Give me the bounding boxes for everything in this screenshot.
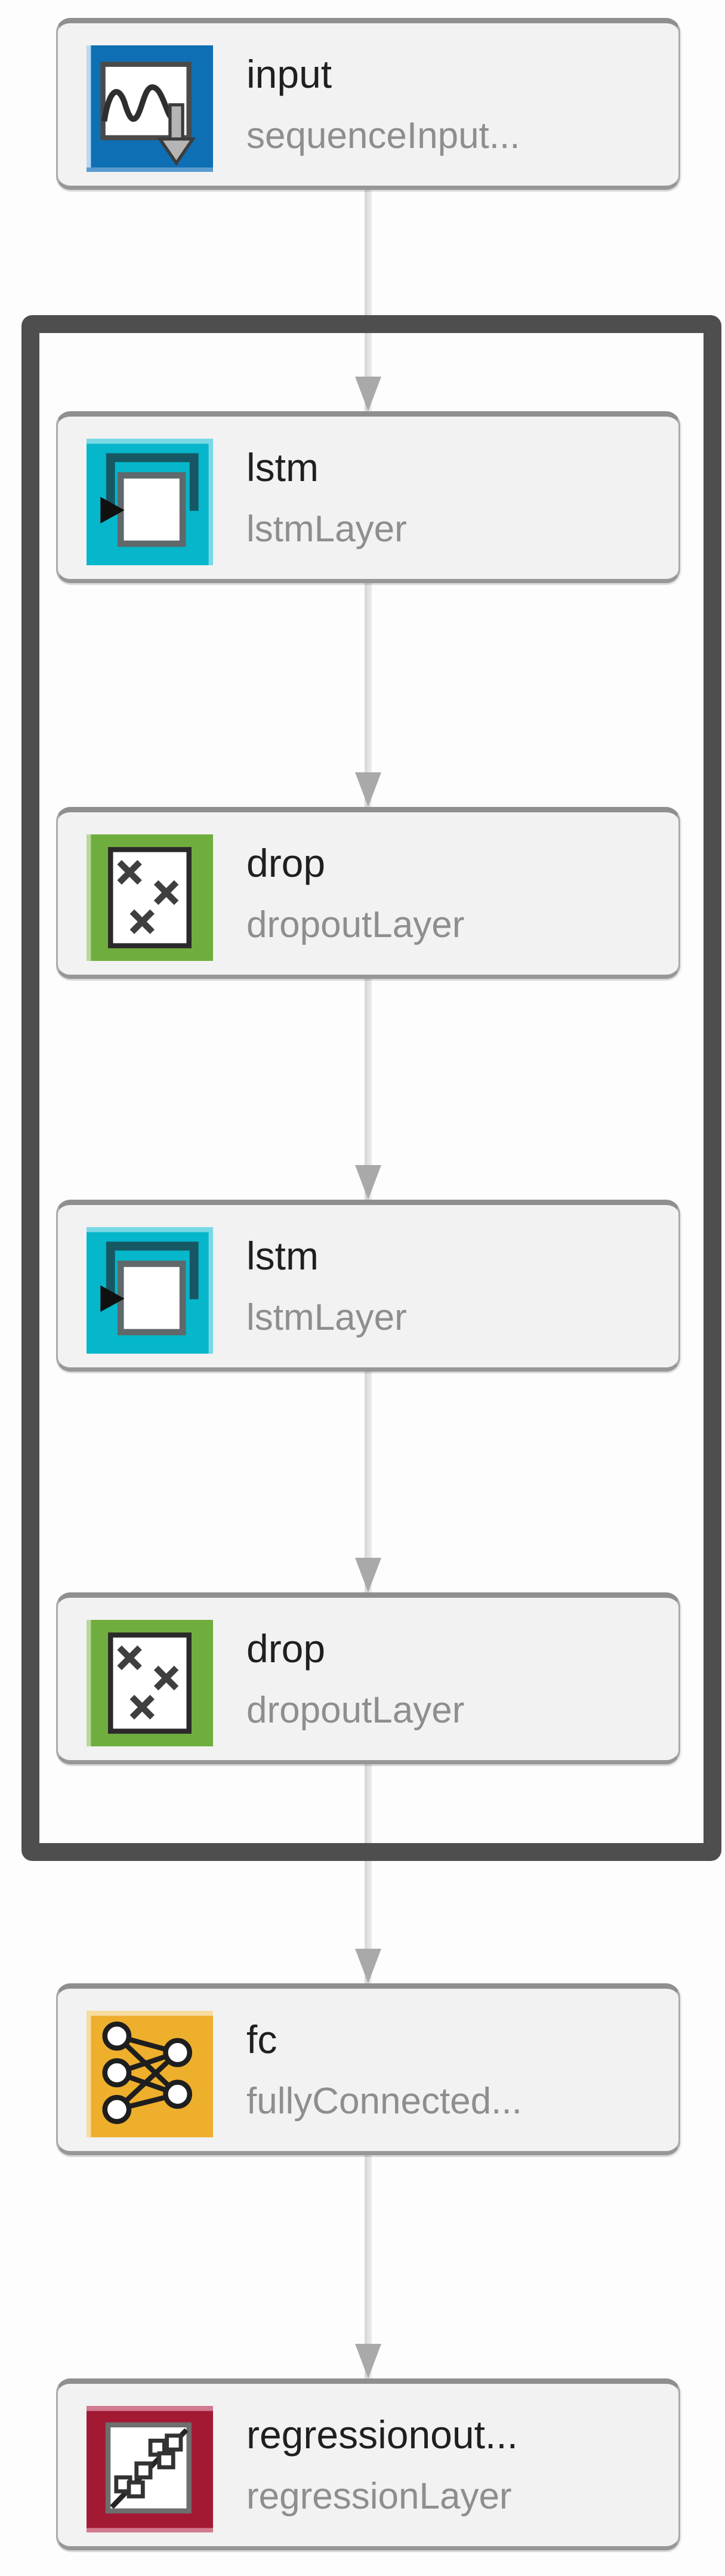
connection-arrowhead [355, 1165, 381, 1200]
layer-block-regressionoutput[interactable]: regressionout... regressionLayer [56, 2378, 680, 2550]
connection-arrowhead [355, 1558, 381, 1592]
layer-block-drop-2[interactable]: drop dropoutLayer [56, 1592, 680, 1764]
fully-connected-icon [87, 2011, 213, 2137]
lstm-icon [87, 1227, 213, 1354]
layer-group-outline[interactable] [21, 315, 721, 1861]
layer-name: drop [246, 1626, 326, 1671]
layer-name: input [246, 52, 332, 96]
connection-line[interactable] [365, 1764, 372, 1983]
connection-arrowhead [355, 772, 381, 807]
layer-type: dropoutLayer [246, 904, 465, 945]
dropout-icon [87, 834, 213, 961]
connection-line[interactable] [365, 979, 372, 1200]
connection-line[interactable] [365, 583, 372, 807]
layer-type: fullyConnected... [246, 2081, 522, 2122]
dropout-icon [87, 1620, 213, 1746]
layer-name: drop [246, 841, 326, 885]
layer-type: lstmLayer [246, 509, 407, 550]
connection-arrowhead [355, 2344, 381, 2378]
connection-line[interactable] [365, 1372, 372, 1592]
connection-arrowhead [355, 1949, 381, 1983]
connection-arrowhead [355, 377, 381, 411]
connection-line[interactable] [365, 190, 372, 411]
layer-name: lstm [246, 1234, 319, 1278]
layer-type: dropoutLayer [246, 1690, 465, 1731]
layer-name: regressionout... [246, 2412, 518, 2457]
layer-type: regressionLayer [246, 2476, 512, 2517]
connection-line[interactable] [365, 2155, 372, 2378]
layer-type: lstmLayer [246, 1297, 407, 1338]
sequence-input-icon [87, 45, 213, 172]
layer-type: sequenceInput... [246, 115, 520, 156]
layer-block-lstm-2[interactable]: lstm lstmLayer [56, 1200, 680, 1372]
layer-block-drop-1[interactable]: drop dropoutLayer [56, 807, 680, 979]
regression-icon [87, 2406, 213, 2532]
layer-block-input[interactable]: input sequenceInput... [56, 18, 680, 190]
layer-block-fc[interactable]: fc fullyConnected... [56, 1983, 680, 2155]
layer-name: lstm [246, 445, 319, 489]
lstm-icon [87, 439, 213, 565]
layer-block-lstm-1[interactable]: lstm lstmLayer [56, 411, 680, 583]
layer-name: fc [246, 2017, 277, 2062]
